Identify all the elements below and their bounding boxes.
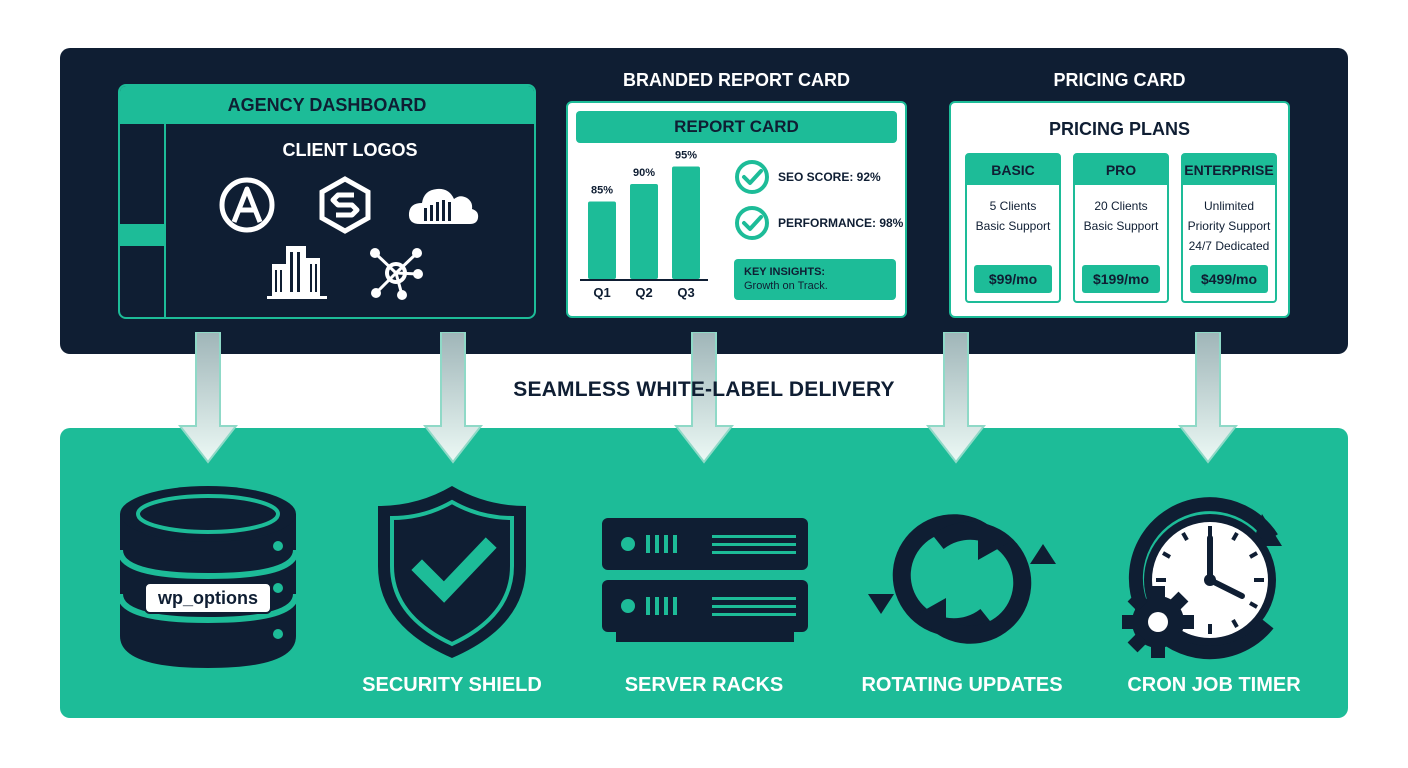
flow-arrow-icon [926, 332, 986, 464]
plan-enterprise: ENTERPRISE Unlimited Priority Support 24… [1181, 153, 1277, 303]
cloud-logo-icon [408, 188, 479, 224]
plan-feature: Priority Support [1187, 219, 1271, 233]
dashboard-sidebar [120, 124, 166, 317]
check-circle-icon [735, 206, 769, 240]
plan-name: PRO [1075, 155, 1167, 185]
bar-chart: 85% Q1 90% Q2 95% Q3 [580, 150, 708, 300]
chart-category-label: Q1 [593, 285, 610, 300]
rotating-arrows-icon [868, 514, 1056, 644]
pricing-section-title: PRICING CARD [1053, 70, 1186, 90]
metric-seo: SEO SCORE: 92% [734, 159, 881, 195]
plan-feature: 5 Clients [989, 199, 1037, 213]
delivery-label: SEAMLESS WHITE-LABEL DELIVERY [513, 378, 895, 401]
report-section-title: BRANDED REPORT CARD [622, 70, 850, 90]
chart-value-label: 95% [675, 150, 697, 162]
flow-arrow-icon [1178, 332, 1238, 464]
buildings-logo-icon [267, 246, 327, 299]
hexagon-s-logo-icon [319, 176, 371, 234]
report-card: REPORT CARD 85% Q1 90% Q2 95% Q3 SEO SCORE: 9… [566, 101, 907, 318]
security-shield-label: SECURITY SHIELD [362, 674, 542, 696]
shield-check-icon [378, 486, 526, 658]
wp-options-label: wp_options [144, 582, 272, 614]
check-circle-icon [735, 160, 769, 194]
plan-feature: Basic Support [975, 219, 1051, 233]
plan-price[interactable]: $199/mo [1082, 265, 1160, 293]
report-card-title: REPORT CARD [576, 111, 897, 143]
chart-bar [630, 184, 658, 279]
clock-gear-icon [1122, 497, 1282, 660]
server-racks-label: SERVER RACKS [624, 674, 784, 696]
pricing-card: PRICING PLANS BASIC 5 Clients Basic Supp… [949, 101, 1290, 318]
plan-feature: Basic Support [1083, 219, 1159, 233]
plan-name: ENTERPRISE [1183, 155, 1275, 185]
dashboard-sidebar-item [120, 224, 166, 246]
database-icon [118, 486, 298, 668]
server-rack-icon [602, 518, 808, 642]
flow-arrow-icon [423, 332, 483, 464]
plan-name: BASIC [967, 155, 1059, 185]
circle-a-logo-icon [219, 177, 275, 233]
metric-performance-label: PERFORMANCE: 98% [778, 216, 904, 230]
plan-feature: 24/7 Dedicated [1188, 239, 1270, 253]
pricing-plans-title: PRICING PLANS [1048, 119, 1190, 139]
key-insights-text: Growth on Track. [744, 280, 828, 292]
rotating-updates-label: ROTATING UPDATES [861, 674, 1063, 696]
cron-job-timer-label: CRON JOB TIMER [1127, 674, 1301, 696]
chart-value-label: 85% [591, 185, 613, 197]
network-nodes-logo-icon [370, 248, 423, 300]
chart-category-label: Q3 [677, 285, 694, 300]
plan-price[interactable]: $499/mo [1190, 265, 1268, 293]
flow-arrow-icon [674, 332, 734, 464]
plan-pro: PRO 20 Clients Basic Support $199/mo [1073, 153, 1169, 303]
chart-category-label: Q2 [635, 285, 652, 300]
plan-basic: BASIC 5 Clients Basic Support $99/mo [965, 153, 1061, 303]
chart-value-label: 90% [633, 167, 655, 179]
metric-seo-label: SEO SCORE: 92% [778, 170, 881, 184]
dashboard-title: AGENCY DASHBOARD [120, 86, 534, 124]
plan-feature: Unlimited [1203, 199, 1254, 213]
chart-bar [588, 201, 616, 279]
key-insights-title: KEY INSIGHTS: [744, 266, 826, 278]
plan-feature: 20 Clients [1094, 199, 1148, 213]
dashboard-subtitle: CLIENT LOGOS [282, 140, 418, 160]
plan-price[interactable]: $99/mo [974, 265, 1052, 293]
chart-bar [672, 166, 700, 279]
agency-dashboard: AGENCY DASHBOARD CLIENT LOGOS [118, 84, 536, 319]
metric-performance: PERFORMANCE: 98% [734, 205, 903, 241]
key-insights: KEY INSIGHTS: Growth on Track. [734, 259, 896, 300]
flow-arrow-icon [178, 332, 238, 464]
